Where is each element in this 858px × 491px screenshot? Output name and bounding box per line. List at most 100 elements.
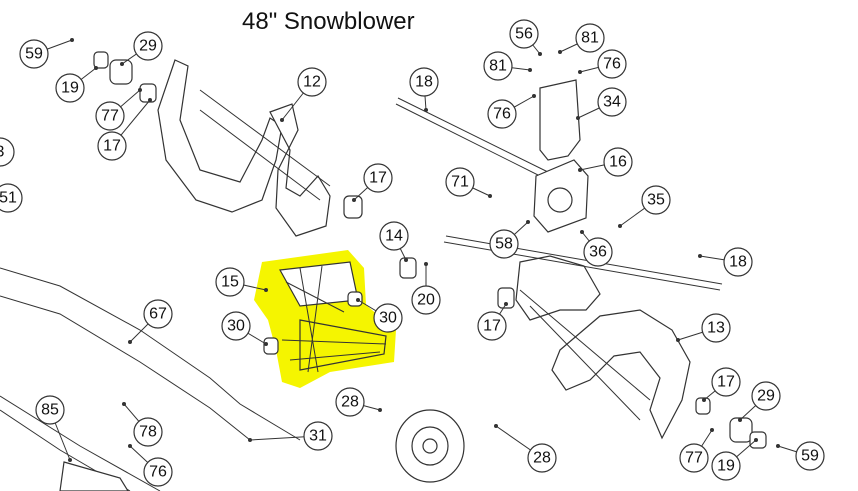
leader-dot xyxy=(378,408,382,412)
callout-number: 56 xyxy=(515,26,533,43)
callout-76: 76 xyxy=(597,49,627,79)
callout-12: 12 xyxy=(297,67,327,97)
auger-13 xyxy=(515,255,691,440)
callout-number: 28 xyxy=(533,450,551,467)
callout-17: 17 xyxy=(363,163,393,193)
callout-58: 58 xyxy=(489,229,519,259)
callout-number: 76 xyxy=(493,106,511,123)
callout-number: 29 xyxy=(757,388,775,405)
callout-circle xyxy=(597,87,627,117)
callout-circle xyxy=(711,451,741,481)
callout-number: 77 xyxy=(685,450,703,467)
callout-81: 81 xyxy=(483,51,513,81)
callout-number: 28 xyxy=(341,394,359,411)
callout-30: 30 xyxy=(373,303,403,333)
leader-dot xyxy=(120,62,124,66)
callout-number: 19 xyxy=(61,80,79,97)
callout-number: 81 xyxy=(581,30,599,47)
callout-77: 77 xyxy=(679,443,709,473)
callout-number: 18 xyxy=(415,74,433,91)
callout-circle xyxy=(379,221,409,251)
callout-14: 14 xyxy=(379,221,409,251)
callout-number: 85 xyxy=(41,402,59,419)
callout-13: 13 xyxy=(701,313,731,343)
callout-circle xyxy=(97,131,127,161)
callout-number: 35 xyxy=(647,192,665,209)
leader-dot xyxy=(754,438,758,442)
leader-dot xyxy=(528,68,532,72)
callout-28: 28 xyxy=(335,387,365,417)
callout-18: 18 xyxy=(409,67,439,97)
page-title: 48" Snowblower xyxy=(242,8,415,35)
callout-number: 71 xyxy=(451,174,469,191)
callout-number: 78 xyxy=(139,424,157,441)
callout-81: 81 xyxy=(575,23,605,53)
callout-35: 35 xyxy=(641,185,671,215)
leader-dot xyxy=(248,438,252,442)
callout-circle xyxy=(19,39,49,69)
callout-number: 17 xyxy=(103,138,121,155)
callout-number: 17 xyxy=(717,374,735,391)
callout-circle xyxy=(489,229,519,259)
callout-3: 3 xyxy=(0,137,15,167)
callout-circle xyxy=(143,457,173,487)
callout-number: 59 xyxy=(801,448,819,465)
leader-dot xyxy=(138,88,142,92)
leader-dot xyxy=(504,302,508,306)
gearbox-16 xyxy=(533,159,589,233)
callout-circle xyxy=(35,395,65,425)
callout-circle xyxy=(409,67,439,97)
callout-17: 17 xyxy=(711,367,741,397)
leader-dot xyxy=(424,262,428,266)
callout-circle xyxy=(411,285,441,315)
leader-dot xyxy=(148,98,152,102)
callout-circle xyxy=(679,443,709,473)
callout-circle xyxy=(133,31,163,61)
callout-number: 19 xyxy=(717,458,735,475)
callout-circle xyxy=(55,73,85,103)
callout-circle xyxy=(711,367,741,397)
leader-dot xyxy=(68,458,72,462)
callout-76: 76 xyxy=(143,457,173,487)
callout-17: 17 xyxy=(97,131,127,161)
callout-number: 3 xyxy=(0,144,5,161)
callout-29: 29 xyxy=(133,31,163,61)
callout-34: 34 xyxy=(597,87,627,117)
leader-dot xyxy=(122,402,126,406)
leader-dot xyxy=(352,198,356,202)
part-15-frame xyxy=(279,261,387,373)
callout-19: 19 xyxy=(711,451,741,481)
callout-circle xyxy=(509,19,539,49)
callout-circle xyxy=(527,443,557,473)
callout-77: 77 xyxy=(95,101,125,131)
callout-number: 20 xyxy=(417,292,435,309)
leader-dot xyxy=(404,258,408,262)
callout-number: 18 xyxy=(729,254,747,271)
callout-28: 28 xyxy=(527,443,557,473)
callout-number: 59 xyxy=(25,46,43,63)
housing-edge-31 xyxy=(0,267,301,491)
callout-number: 77 xyxy=(101,108,119,125)
leader-dot xyxy=(532,94,536,98)
callout-circle xyxy=(477,311,507,341)
callout-17: 17 xyxy=(477,311,507,341)
pulley-28 xyxy=(395,409,465,483)
callout-circle xyxy=(723,247,753,277)
leader-dot xyxy=(738,418,742,422)
callout-number: 12 xyxy=(303,74,321,91)
callout-circle xyxy=(221,311,251,341)
callout-circle xyxy=(597,49,627,79)
leader-dot xyxy=(776,444,780,448)
callout-circle xyxy=(335,387,365,417)
leader-dot xyxy=(538,52,542,56)
callout-number: 76 xyxy=(603,56,621,73)
leader-dot xyxy=(578,168,582,172)
callout-number: 30 xyxy=(379,310,397,327)
leader-dot xyxy=(264,342,268,346)
callout-number: 14 xyxy=(385,228,403,245)
callout-number: 29 xyxy=(139,38,157,55)
auger-12 xyxy=(157,59,331,237)
callout-78: 78 xyxy=(133,417,163,447)
callout-circle xyxy=(641,185,671,215)
